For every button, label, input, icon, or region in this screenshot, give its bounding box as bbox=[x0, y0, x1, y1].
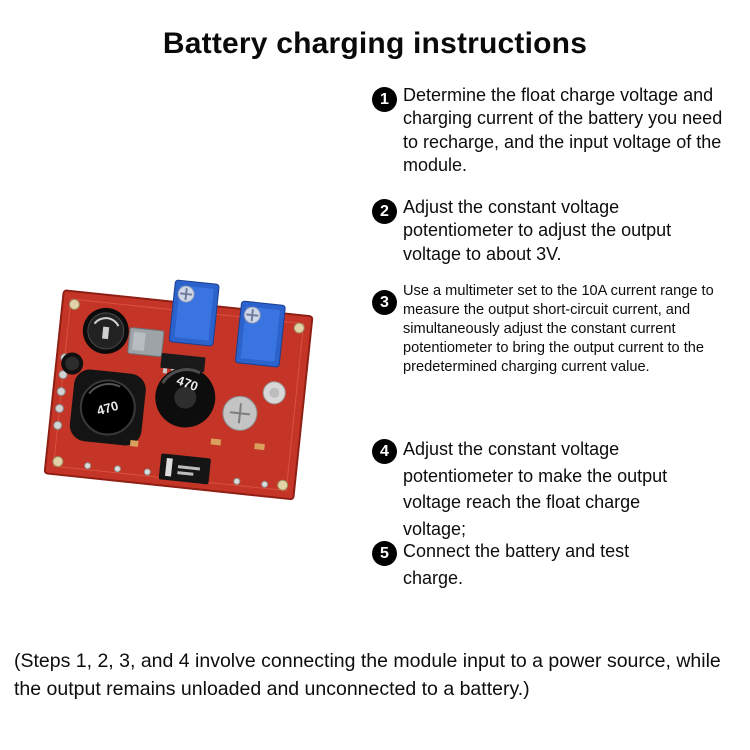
step-number-badge: 5 bbox=[372, 541, 397, 566]
shielded-inductor-icon: 470 bbox=[69, 369, 146, 446]
step-number-badge: 4 bbox=[372, 439, 397, 464]
footnote: (Steps 1, 2, 3, and 4 involve connecting… bbox=[14, 650, 721, 700]
step-text: Determine the float charge voltage and c… bbox=[403, 85, 723, 176]
step-number-badge: 3 bbox=[372, 290, 397, 315]
step-item: 1 Determine the float charge voltage and… bbox=[372, 84, 740, 178]
copper-pads bbox=[129, 438, 265, 451]
pcb-board-svg: 470 470 bbox=[43, 279, 314, 501]
step-number-badge: 2 bbox=[372, 199, 397, 224]
step-number-badge: 1 bbox=[372, 87, 397, 112]
step-text: Use a multimeter set to the 10A current … bbox=[403, 283, 714, 375]
step-text: Connect the battery and test charge. bbox=[403, 541, 630, 588]
toroid-inductor-icon: 470 bbox=[155, 367, 216, 428]
small-capacitor-icon bbox=[61, 352, 84, 375]
smd-capacitor-icon bbox=[222, 395, 258, 431]
electrolytic-capacitor-icon bbox=[82, 307, 129, 354]
step-item: 2 Adjust the constant voltage potentiome… bbox=[372, 196, 702, 266]
step-item: 4 Adjust the constant voltage potentiome… bbox=[372, 436, 702, 543]
step-text: Adjust the constant voltage potentiomete… bbox=[403, 439, 668, 539]
inductor-value-label: 470 bbox=[95, 398, 120, 418]
pcb-module-image: 470 470 bbox=[15, 275, 345, 530]
trimmer-potentiometer-icon bbox=[235, 300, 286, 368]
small-capacitor-icon bbox=[262, 381, 286, 405]
smd-diode-icon bbox=[127, 327, 165, 358]
step-text: Adjust the constant voltage potentiomete… bbox=[403, 197, 672, 264]
trimmer-potentiometer-icon bbox=[168, 279, 220, 347]
diode-icon bbox=[158, 453, 211, 485]
page-title: Battery charging instructions bbox=[162, 27, 588, 60]
inductor-value-label: 470 bbox=[175, 372, 201, 394]
step-item: 5 Connect the battery and test charge. bbox=[372, 538, 682, 591]
step-item: 3 Use a multimeter set to the 10A curren… bbox=[372, 282, 738, 377]
